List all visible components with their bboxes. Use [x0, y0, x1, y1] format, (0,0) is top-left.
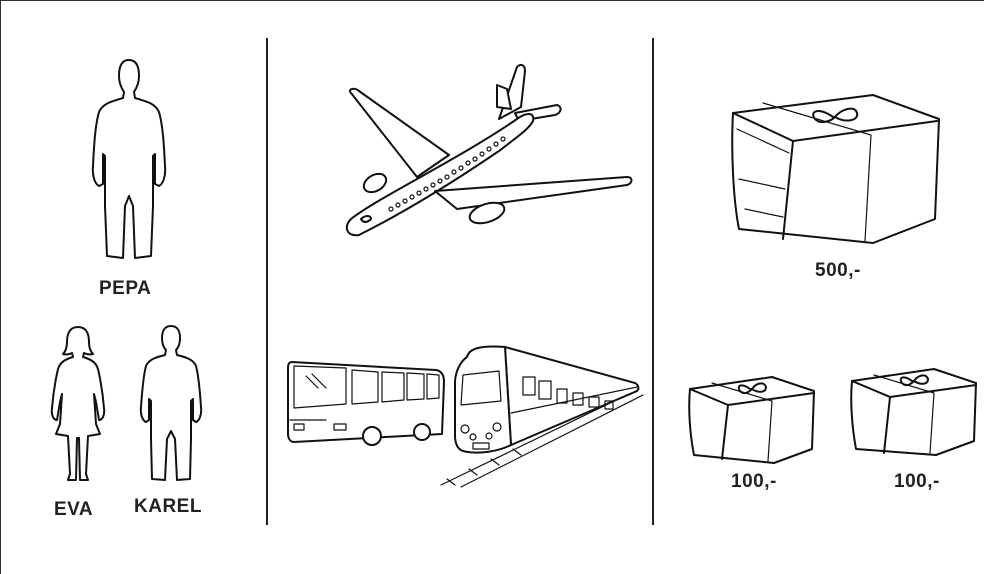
divider-right — [652, 38, 654, 525]
gift-box-icon — [723, 89, 947, 249]
man-figure-icon — [89, 56, 169, 266]
train-icon — [439, 339, 645, 489]
airplane-icon — [339, 59, 635, 255]
gift-box-icon — [686, 373, 818, 465]
person-label-karel: KAREL — [134, 496, 202, 518]
gift-box-icon — [848, 365, 980, 459]
gift-price-large: 500,- — [815, 260, 861, 282]
person-label-eva: EVA — [54, 499, 93, 521]
person-label-pepa: PEPA — [99, 278, 151, 300]
divider-left — [266, 38, 268, 525]
gift-price-small-right: 100,- — [894, 471, 940, 493]
man-figure-icon — [136, 323, 206, 485]
woman-figure-icon — [48, 324, 108, 484]
gift-price-small-left: 100,- — [731, 471, 777, 493]
bus-icon — [286, 354, 446, 450]
